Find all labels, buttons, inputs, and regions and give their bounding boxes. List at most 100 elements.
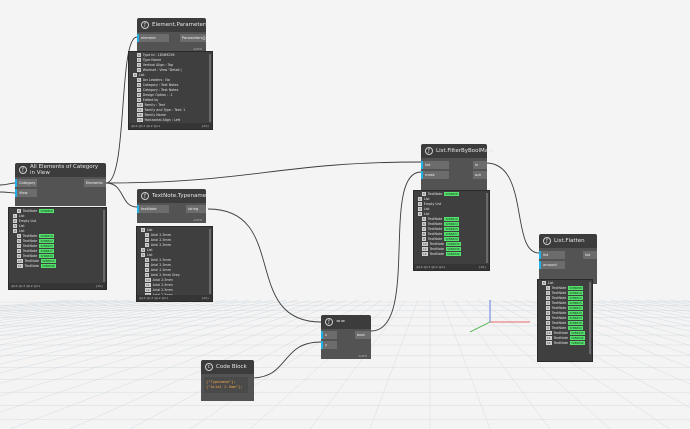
output-port-elements[interactable]: Elements [84,179,106,187]
wire-left-in-2 [0,191,16,194]
input-port-list[interactable]: list [539,251,565,259]
scrollbar[interactable] [589,282,591,354]
row-label: TextNote [429,252,445,256]
scrollbar[interactable] [209,54,211,122]
input-port-y[interactable]: y [321,341,337,349]
scrollbar[interactable] [209,229,211,294]
node-title: All Elements of Category in View [30,164,99,176]
wire-typename-to-equals [207,208,322,323]
grid-line [501,299,690,385]
row-label: TextNote [551,321,567,325]
element-id-badge: 3286822 [568,296,583,300]
row-label: Family Name [144,113,166,117]
input-port-mask[interactable]: mask [421,171,449,179]
index-tag: 9 [145,273,149,277]
index-tag: 1 [145,233,149,237]
output-port-parameters[interactable]: Parameters[] [180,34,206,42]
grid-line [0,299,251,345]
equals-node[interactable]: ƒ== x y bool AUTO [321,315,371,359]
grid-line [0,299,107,311]
input-port-element[interactable]: element [137,34,169,42]
node-title: Code Block [216,364,247,370]
input-port-category[interactable]: Category [15,179,37,187]
scrollbar[interactable] [103,210,105,282]
row-label: Arc Leaders : No [142,78,170,82]
index-tag: 10 [422,242,428,246]
input-port-list[interactable]: list [421,161,449,169]
element-id-badge: 3286849 [570,341,585,345]
code-line-2: ["Arial 2.5mm"]; [206,384,243,389]
row-label: List [547,281,554,285]
code-editor[interactable]: ["Typename"]; ["Arial 2.5mm"]; [204,377,248,393]
index-tag: 0 [542,281,546,285]
input-port-amount[interactable]: amount [539,261,565,269]
element-id-badge: 3286827 [568,306,583,310]
lacing-indicator[interactable]: AUTO [193,47,202,51]
row-label: Family and Type : Text: 1 [144,108,186,112]
index-tag: 3 [546,296,550,300]
index-tag: 11 [145,283,151,287]
grid-line [369,299,419,429]
index-tag: 11 [546,336,552,340]
wire-elements-to-params [105,36,138,184]
row-label: TextNote [22,254,38,258]
lacing-indicator[interactable]: AUTO [358,354,367,358]
scrollbar[interactable] [486,193,488,263]
input-port-x[interactable]: x [321,331,337,339]
lacing-indicator[interactable]: AUTO [193,218,202,222]
output-port-out[interactable]: out [473,171,487,179]
output-port-bool[interactable]: bool [355,331,371,339]
input-port-textnote[interactable]: textNote [137,205,169,213]
element-id-badge: 3286833 [446,242,461,246]
input-port-view[interactable]: View [15,189,37,197]
row-label: TextNote [551,286,567,290]
element-id-badge: 3286836 [568,321,583,325]
grid-line [0,299,287,365]
index-tag: 1 [137,58,141,62]
row-label: TextNote [551,326,567,330]
function-icon: ƒ [141,21,149,29]
row-label: Category : Text Notes [142,88,179,92]
output-port-list[interactable]: list [583,251,597,259]
node-header[interactable]: ƒ== [321,315,371,329]
output-port-in[interactable]: in [473,161,487,169]
row-label: Arial 2.5mm [150,263,171,267]
grid-line [0,299,263,351]
function-icon: ƒ [425,147,433,155]
output-port-string[interactable]: string [186,205,206,213]
row-label: List [423,212,430,216]
